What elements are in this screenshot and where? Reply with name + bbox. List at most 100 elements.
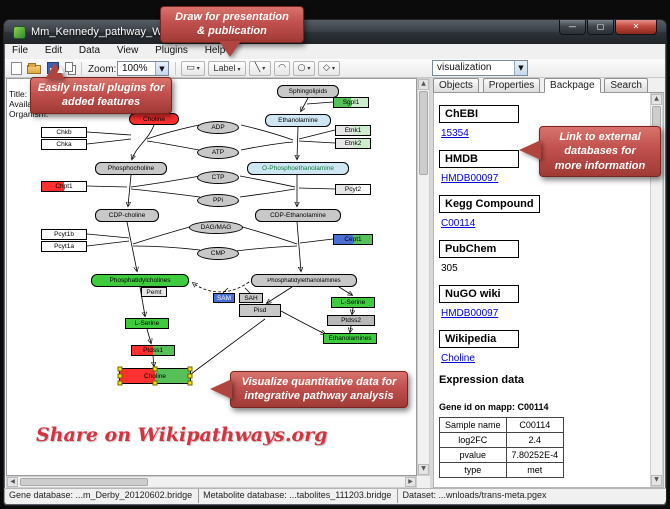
label-tool-button[interactable]: Label▾ xyxy=(208,61,246,76)
vscroll-thumb[interactable] xyxy=(419,91,428,175)
close-button[interactable]: ✕ xyxy=(615,20,657,35)
datanode-tool-button[interactable]: ▭▾ xyxy=(181,61,205,76)
panel-splitter[interactable] xyxy=(430,78,433,488)
pathway-node-sphingolipids[interactable]: Sphingolipids xyxy=(277,85,339,98)
title-bar[interactable]: Mm_Kennedy_pathway_WP1771_45176.gp... — … xyxy=(4,20,666,44)
pathway-node-l-serine[interactable]: L-Serine xyxy=(331,297,375,308)
nugo-link[interactable]: HMDB00097 xyxy=(441,308,499,319)
selection-handle[interactable] xyxy=(152,380,158,386)
pathway-node-dag-mag[interactable]: DAG/MAG xyxy=(189,221,243,234)
pathway-node-choline[interactable]: Choline xyxy=(117,366,193,386)
pathway-node-phosphocholine[interactable]: Phosphocholine xyxy=(95,162,167,175)
selection-handle[interactable] xyxy=(187,373,193,379)
selection-handle[interactable] xyxy=(152,366,158,372)
menu-edit[interactable]: Edit xyxy=(44,45,63,56)
chevron-down-icon[interactable]: ▼ xyxy=(155,62,168,75)
visualization-combobox[interactable]: visualization ▼ xyxy=(432,60,528,76)
hmdb-link[interactable]: HMDB00097 xyxy=(441,173,499,184)
selection-handle[interactable] xyxy=(187,366,193,372)
menu-data[interactable]: Data xyxy=(78,45,101,56)
callout-text: more information xyxy=(554,159,646,172)
pathway-node-pisd[interactable]: Pisd xyxy=(239,304,281,317)
menu-file[interactable]: File xyxy=(12,45,29,56)
tab-objects[interactable]: Objects xyxy=(433,78,479,92)
wikipedia-link[interactable]: Choline xyxy=(441,353,475,364)
pathway-node-adp[interactable]: ADP xyxy=(197,121,239,134)
pathway-node-l-serine[interactable]: L-Serine xyxy=(125,318,169,329)
pathway-node-phosphatidylethanolamines[interactable]: Phosphatidylethanolamines xyxy=(251,274,357,287)
pathway-node-sam[interactable]: SAM xyxy=(213,293,235,303)
canvas-vscrollbar[interactable] xyxy=(417,78,430,476)
zoom-value: 100% xyxy=(122,63,148,74)
zoom-combobox[interactable]: 100% ▼ xyxy=(117,61,169,76)
pathway-node-cdp-ethanolamine[interactable]: CDP-Ethanolamine xyxy=(255,209,341,222)
selection-handle[interactable] xyxy=(117,366,123,372)
pathway-node-o-phosphoethanolamine[interactable]: O-Phosphoethanolamine xyxy=(247,162,349,175)
pathway-node-cdp-choline[interactable]: CDP-choline xyxy=(95,209,159,222)
template-tool-button[interactable]: ◇▾ xyxy=(318,61,340,76)
scroll-right-icon[interactable] xyxy=(405,477,416,487)
selection-handle[interactable] xyxy=(117,380,123,386)
copy-icon[interactable] xyxy=(65,62,73,72)
pathway-node-choline[interactable]: Choline xyxy=(129,113,179,125)
callout-visualize: Visualize quantitative data for integrat… xyxy=(210,371,408,408)
side-panel-tabs: Objects Properties Backpage Search Legen… xyxy=(433,78,664,107)
callout-arrow-up-icon xyxy=(45,63,65,79)
pathway-node-pemt[interactable]: Pemt xyxy=(141,287,167,297)
expression-data-title: Expression data xyxy=(439,374,524,386)
tab-search[interactable]: Search xyxy=(604,78,648,92)
pathway-node-etnk1[interactable]: Etnk1 xyxy=(335,125,371,136)
pathway-node-ethanolamines[interactable]: Ethanolamines xyxy=(323,333,377,344)
pathway-node-pcyt1b[interactable]: Pcyt1b xyxy=(41,229,87,240)
new-file-icon[interactable] xyxy=(11,62,22,75)
pathway-node-cmp[interactable]: CMP xyxy=(197,247,239,260)
pathway-node-chpt1[interactable]: Chpt1 xyxy=(41,181,87,192)
scroll-up-icon[interactable] xyxy=(651,94,662,105)
line-tool-button[interactable]: ╲▾ xyxy=(249,61,271,76)
node-label: Phosphatidylethanolamines xyxy=(267,277,341,284)
scroll-down-icon[interactable] xyxy=(418,464,429,475)
pathway-node-etnk2[interactable]: Etnk2 xyxy=(335,138,371,149)
canvas-hscrollbar[interactable] xyxy=(6,476,417,488)
menu-help[interactable]: Help xyxy=(204,45,226,56)
open-folder-icon[interactable] xyxy=(27,63,41,74)
pathway-node-chkb[interactable]: Chkb xyxy=(41,127,87,138)
chevron-down-icon[interactable]: ▼ xyxy=(514,61,527,75)
node-label: Pcyt2 xyxy=(344,186,362,193)
menu-plugins[interactable]: Plugins xyxy=(155,45,188,56)
pathway-node-sah[interactable]: SAH xyxy=(239,293,263,303)
tab-backpage[interactable]: Backpage xyxy=(544,78,601,93)
pathway-node-ppi[interactable]: PPi xyxy=(197,194,239,207)
hscroll-thumb[interactable] xyxy=(20,478,148,486)
node-label: CDP-choline xyxy=(108,212,146,219)
pathway-node-phosphatidylcholines[interactable]: Phosphatidylcholines xyxy=(91,274,189,287)
scroll-down-icon[interactable] xyxy=(651,475,662,486)
pathway-node-ptdss1[interactable]: Ptdss1 xyxy=(131,345,175,356)
pathway-node-pcyt1a[interactable]: Pcyt1a xyxy=(41,241,87,252)
shape-tool-button[interactable]: ○▾ xyxy=(293,61,315,76)
callout-text: added features xyxy=(61,96,141,109)
scroll-left-icon[interactable] xyxy=(7,477,18,487)
selection-handle[interactable] xyxy=(117,373,123,379)
pathway-node-sgpl1[interactable]: Sgpl1 xyxy=(333,97,369,108)
minimize-button[interactable]: — xyxy=(559,20,586,35)
maximize-button[interactable]: ▢ xyxy=(587,20,614,35)
pathway-node-chka[interactable]: Chka xyxy=(41,139,87,150)
table-cell: log2FC xyxy=(439,432,507,448)
pathway-node-ptdss2[interactable]: Ptdss2 xyxy=(327,315,375,326)
menu-view[interactable]: View xyxy=(116,45,139,56)
pathway-node-atp[interactable]: ATP xyxy=(197,146,239,159)
scroll-up-icon[interactable] xyxy=(418,79,429,90)
pathway-node-cept1[interactable]: Cept1 xyxy=(333,234,373,245)
pathway-canvas[interactable]: Title: Availability: Organism: xyxy=(6,78,417,476)
chebi-link[interactable]: 15354 xyxy=(441,128,469,139)
arc-tool-button[interactable]: ◠ xyxy=(274,61,290,76)
selection-handle[interactable] xyxy=(187,380,193,386)
pathway-node-ethanolamine[interactable]: Ethanolamine xyxy=(265,114,331,127)
kegg-link[interactable]: C00114 xyxy=(441,218,476,229)
tab-properties[interactable]: Properties xyxy=(482,78,541,92)
pathway-node-pcyt2[interactable]: Pcyt2 xyxy=(335,184,371,195)
status-dataset: Dataset: ...wnloads/trans-meta.pgex xyxy=(397,489,552,503)
pathway-node-ctp[interactable]: CTP xyxy=(197,171,239,184)
